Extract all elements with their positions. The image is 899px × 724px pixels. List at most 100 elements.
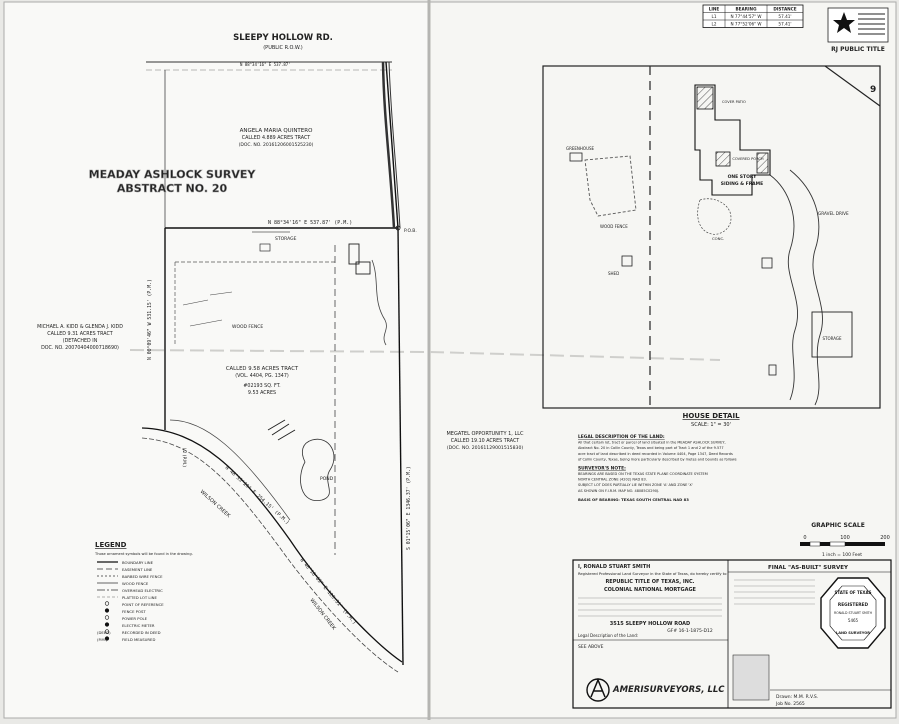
creek-south-boundary xyxy=(141,427,403,663)
legend-symbol-11 xyxy=(104,636,110,641)
tree-line xyxy=(371,259,387,346)
seal-top: STATE OF TEXAS xyxy=(835,590,872,595)
legal-line: All that certain lot, tract or parcel of… xyxy=(578,441,726,445)
west-note: (DETACHED IN xyxy=(63,338,98,344)
title-block: I, RONALD STUART SMITH Registered Profes… xyxy=(572,559,892,709)
legend-item: PLATTED LOT LINE xyxy=(122,595,157,600)
pond xyxy=(300,438,335,501)
concrete-label: CONC. xyxy=(712,236,724,241)
subject-vol: (VOL. 4404, PG. 1347) xyxy=(235,373,289,379)
legend-item: EASEMENT LINE xyxy=(122,567,153,572)
seal-bottom: LAND SURVEYOR xyxy=(836,631,870,635)
house-detail-title: HOUSE DETAIL xyxy=(682,412,740,420)
republic-title-logo: RJ PUBLIC TITLE xyxy=(827,7,889,53)
legal-label: Legal Description of the Land: xyxy=(578,633,638,638)
survey-abstract: ABSTRACT NO. 20 xyxy=(117,182,228,195)
line-table-cell: 57.41' xyxy=(778,14,791,19)
house-outline xyxy=(694,84,771,196)
line-table-header: DISTANCE xyxy=(773,7,796,12)
legal-line: Abstract No. 20 in Collin County, Texas … xyxy=(578,446,724,450)
road-name: SLEEPY HOLLOW RD. xyxy=(233,33,333,43)
left-page xyxy=(3,1,429,719)
north-doc: (DOC. NO. 20161206001525230) xyxy=(239,142,314,148)
seal-number: 5465 xyxy=(848,618,859,623)
subject-sqft: #02193 SQ. FT. xyxy=(243,383,280,389)
pond-label: POND xyxy=(320,476,334,482)
legend-item: FIELD MEASURED xyxy=(122,637,155,642)
legal-title: LEGAL DESCRIPTION OF THE LAND: xyxy=(578,434,665,440)
greenhouse-label: GREENHOUSE xyxy=(566,146,595,151)
legend-symbol-10 xyxy=(104,629,110,634)
line-table-cell: N 77°52'06" W xyxy=(730,22,761,27)
seal-mid: REGISTERED xyxy=(838,602,869,608)
storage-detail-label: STORAGE xyxy=(822,336,842,341)
lender: COLONIAL NATIONAL MORTGAGE xyxy=(604,587,697,593)
legend-item: BOUNDARY LINE xyxy=(122,560,154,565)
legend-title: LEGEND xyxy=(95,541,127,549)
surveyor-line: BEARINGS ARE BASED ON THE TEXAS STATE PL… xyxy=(578,472,708,476)
north-owner: ANGELA MARIA QUINTERO xyxy=(240,128,314,134)
legend-item: FENCE POST xyxy=(122,609,146,614)
surveyor-line: SUBJECT LOT DOES PARTIALLY LIE WITHIN ZO… xyxy=(578,483,693,487)
drawn-by: Drawn: M.M. R.V.S. xyxy=(776,694,818,700)
see-above: SEE ABOVE xyxy=(578,644,604,650)
surveyor-seal xyxy=(820,577,886,649)
graphic-scale: GRAPHIC SCALE 0 100 200 1 inch = 100 Fee… xyxy=(800,522,890,558)
east-doc: (DOC. NO. 20161129001515830) xyxy=(447,445,524,451)
legend-item: ELECTRIC METER xyxy=(122,623,155,628)
storage-building-detail xyxy=(811,311,853,358)
covered-porch xyxy=(756,152,769,174)
cert-name: I, RONALD STUART SMITH xyxy=(578,564,650,570)
greenhouse-fence xyxy=(584,155,637,217)
legend-item: POWER POLE xyxy=(122,616,148,621)
line-table-cell: 57.41' xyxy=(778,22,791,27)
east-line-bearing: S 01°15'06" E 1346.37' (P.M.) xyxy=(406,466,412,550)
covered-porch-label: COVERED PORCH xyxy=(732,157,764,161)
legend: LEGEND Those ornament symbols will be fo… xyxy=(94,541,193,642)
notes: LEGAL DESCRIPTION OF THE LAND:All that c… xyxy=(578,434,737,502)
siding-label: SIDING & FRAME xyxy=(721,181,763,187)
cert-text: Registered Professional Land Surveyor in… xyxy=(578,572,727,576)
house-footprint xyxy=(348,243,360,265)
scale-mark-100: 100 xyxy=(840,535,850,541)
road-sub: (PUBLIC R.O.W.) xyxy=(263,45,303,51)
wood-fence-label: WOOD FENCE xyxy=(600,224,628,229)
legend-symbol-9 xyxy=(104,622,110,627)
gf-number: GF# 16-1-1875-D12 xyxy=(667,628,713,634)
subject-called: CALLED 9.58 ACRES TRACT xyxy=(226,366,299,372)
pob-label: P.O.B. xyxy=(404,228,417,234)
shed-label: SHED xyxy=(608,271,619,276)
west-line-bearing: N 00°09'46" W 531.15' (P.M.) xyxy=(147,279,153,360)
north-line-bearing: N 88°34'16" E 537.87' (P.M.) xyxy=(268,220,352,226)
l2-label: L2 (P.M.) xyxy=(181,448,187,467)
job-number: Job No. 2565 xyxy=(775,701,805,707)
legend-symbol-7 xyxy=(104,608,110,613)
driveway-line xyxy=(381,61,396,229)
legend-item: BARBED WIRE FENCE xyxy=(122,574,163,579)
fence-label: WOOD FENCE xyxy=(232,324,263,330)
map-page-number: 9 xyxy=(870,85,876,95)
west-owner: MICHAEL A. KIDD & GLENDA J. KIDD xyxy=(37,324,123,330)
house-detail-scale: SCALE: 1" = 30' xyxy=(691,422,731,428)
fold-crease xyxy=(129,349,721,361)
legend-item: WOOD FENCE xyxy=(122,581,149,586)
gravel-drive-edge xyxy=(769,174,799,401)
house-detail: 9 GRAVEL DRIVE ONE STORY SIDING & FRAME … xyxy=(542,65,881,428)
right-page xyxy=(429,1,897,719)
subject-east-boundary-upper xyxy=(385,61,399,229)
survey-name: MEADAY ASHLOCK SURVEY xyxy=(89,168,257,181)
storage-label: STORAGE xyxy=(275,236,297,242)
subject-acres: 9.53 ACRES xyxy=(248,390,276,396)
line-table-cell: L2 xyxy=(712,22,717,27)
legal-line: of Collin County, Texas, being more part… xyxy=(578,457,737,461)
line-table-header: LINE xyxy=(709,7,720,12)
basis-of-bearing: BASIS OF BEARING: TEXAS SOUTH CENTRAL NA… xyxy=(578,497,689,502)
greenhouse xyxy=(569,152,583,162)
subject-east-boundary xyxy=(397,227,404,666)
west-called: CALLED 9.31 ACRES TRACT xyxy=(47,331,113,337)
storage-building xyxy=(259,243,271,252)
scale-unit: 1 inch = 100 Feet xyxy=(822,552,862,558)
line-table-header: BEARING xyxy=(735,7,757,12)
legend-symbol-6 xyxy=(104,601,110,606)
